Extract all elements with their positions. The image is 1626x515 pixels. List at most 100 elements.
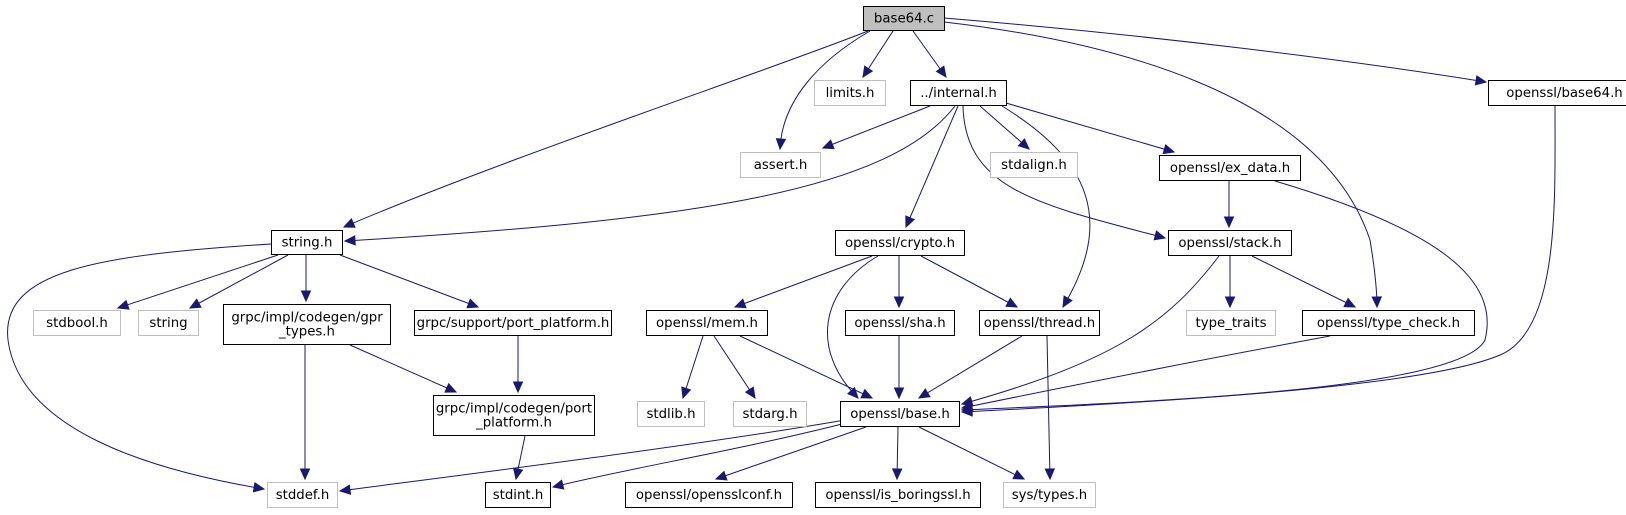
arrowhead-icon [681, 386, 692, 400]
node-label: openssl/mem.h [656, 316, 758, 331]
node-box [863, 6, 945, 31]
edge-base64_c-to-openssl_base64_h [943, 17, 1488, 86]
edge-line [920, 255, 1018, 308]
edge-openssl_base_h-to-openssl_is_boringssl_h [891, 426, 903, 481]
edge-line [715, 426, 867, 480]
node-label: openssl/base.h [850, 407, 950, 422]
node-box [979, 310, 1100, 336]
edge-openssl_base_h-to-stdint_h [551, 422, 847, 490]
node-box [433, 395, 595, 436]
node-label: openssl/opensslconf.h [636, 488, 782, 503]
edge-string_h-to-stdbool_h [116, 254, 279, 310]
arrowhead-icon [733, 298, 747, 309]
node-openssl-base-h[interactable]: openssl/base.h [840, 401, 960, 427]
arrowhead-icon [1012, 469, 1026, 480]
node-openssl-type-check-h[interactable]: openssl/type_check.h [1302, 310, 1475, 336]
node-label: openssl/stack.h [1178, 236, 1281, 251]
arrowhead-icon [252, 482, 266, 493]
node-string-h[interactable]: string.h [271, 230, 343, 255]
node-label: openssl/crypto.h [845, 236, 955, 251]
node-box [815, 482, 981, 508]
node-openssl-mem-h[interactable]: openssl/mem.h [646, 310, 768, 336]
node-limits-h: limits.h [814, 80, 886, 106]
arrowhead-icon [512, 381, 524, 394]
edge-line [344, 105, 956, 242]
edge-grpc_support_port_platform_h-to-grpc_codegen_port_platform_h [512, 336, 524, 394]
node-grpc-codegen-port-platform-h[interactable]: grpc/impl/codegen/port_platform.h [433, 395, 595, 436]
node-box [840, 401, 960, 427]
node-openssl-opensslconf-h[interactable]: openssl/opensslconf.h [625, 482, 793, 508]
node-label: _types.h [278, 325, 335, 340]
edge-line [189, 254, 289, 309]
node-label: openssl/is_boringssl.h [825, 488, 970, 503]
arrowhead-icon [444, 382, 458, 393]
node-openssl-stack-h[interactable]: openssl/stack.h [1168, 230, 1292, 256]
arrowhead-icon [188, 298, 202, 309]
node-stdint-h[interactable]: stdint.h [485, 482, 551, 508]
node-base64-c: base64.c [863, 6, 945, 31]
edge-string_h-to-stddef_h [7, 243, 272, 493]
node-label: stdlib.h [646, 407, 695, 422]
edge-internal_h-to-openssl_ex_data_h [1005, 102, 1176, 155]
node-label: openssl/thread.h [984, 316, 1095, 331]
node-stddef-h: stddef.h [267, 482, 338, 508]
edge-openssl_base_h-to-openssl_opensslconf_h [714, 426, 867, 481]
node-openssl-sha-h[interactable]: openssl/sha.h [845, 310, 955, 336]
arrowhead-icon [1224, 296, 1236, 309]
node-sys-types-h: sys/types.h [1003, 482, 1096, 508]
arrowhead-icon [862, 65, 874, 79]
node-box [733, 401, 807, 427]
edge-line [961, 335, 1331, 409]
arrowhead-icon [343, 235, 356, 246]
edge-grpc_gpr_types_h-to-grpc_codegen_port_platform_h [349, 344, 458, 393]
node-box [1488, 80, 1626, 106]
arrowhead-icon [551, 479, 565, 490]
edge-line [682, 335, 704, 399]
edge-line [1001, 105, 1091, 308]
node-label: openssl/ex_data.h [1170, 161, 1290, 176]
node-openssl-ex-data-h[interactable]: openssl/ex_data.h [1159, 155, 1301, 181]
arrowhead-icon [893, 387, 905, 400]
node-openssl-base64-h[interactable]: openssl/base64.h [1488, 80, 1626, 106]
edge-line [1005, 102, 1175, 153]
edge-string_h-to-grpc_support_port_platform_h [339, 254, 480, 309]
node-internal-h[interactable]: ../internal.h [910, 80, 1007, 106]
arrowhead-icon [935, 65, 947, 78]
node-grpc-gpr-types-h[interactable]: grpc/impl/codegen/gpr_types.h [223, 304, 391, 345]
edge-line [734, 255, 873, 308]
node-openssl-thread-h[interactable]: openssl/thread.h [979, 310, 1100, 336]
edge-line [943, 21, 1378, 308]
arrowhead-icon [338, 484, 352, 495]
node-box [835, 230, 965, 256]
edge-openssl_crypto_h-to-openssl_sha_h [893, 256, 905, 309]
edge-base64_c-to-internal_h [912, 30, 947, 78]
edge-grpc_gpr_types_h-to-stddef_h [299, 345, 311, 481]
edge-openssl_base_h-to-stddef_h [338, 419, 846, 495]
edge-openssl_stack_h-to-openssl_type_check_h [1251, 255, 1357, 308]
arrowhead-icon [714, 470, 728, 481]
node-label: stdbool.h [46, 316, 108, 331]
node-label: assert.h [754, 158, 808, 173]
node-openssl-is-boringssl-h[interactable]: openssl/is_boringssl.h [815, 482, 981, 508]
edge-line [962, 105, 1166, 239]
edge-line [961, 255, 1220, 405]
arrowhead-icon [300, 290, 312, 303]
edge-openssl_thread_h-to-openssl_base_h [917, 335, 1023, 399]
node-box [1186, 310, 1276, 336]
edge-line [822, 105, 931, 149]
node-openssl-crypto-h[interactable]: openssl/crypto.h [835, 230, 965, 256]
edge-string_h-to-string [188, 254, 289, 309]
node-box [414, 310, 612, 336]
node-box [1159, 155, 1301, 181]
edge-line [961, 180, 1488, 411]
edge-openssl_crypto_h-to-openssl_mem_h [733, 255, 873, 309]
edge-openssl_mem_h-to-stdlib_h [681, 335, 704, 400]
edge-internal_h-to-openssl_thread_h [1001, 105, 1091, 309]
arrowhead-icon [846, 386, 859, 399]
arrowhead-icon [1017, 138, 1030, 150]
node-grpc-support-port-platform-h[interactable]: grpc/support/port_platform.h [414, 310, 612, 336]
node-box [625, 482, 793, 508]
edge-line [343, 30, 869, 228]
nodes-layer: base64.c limits.h ../internal.h openssl/bas… [33, 6, 1626, 508]
